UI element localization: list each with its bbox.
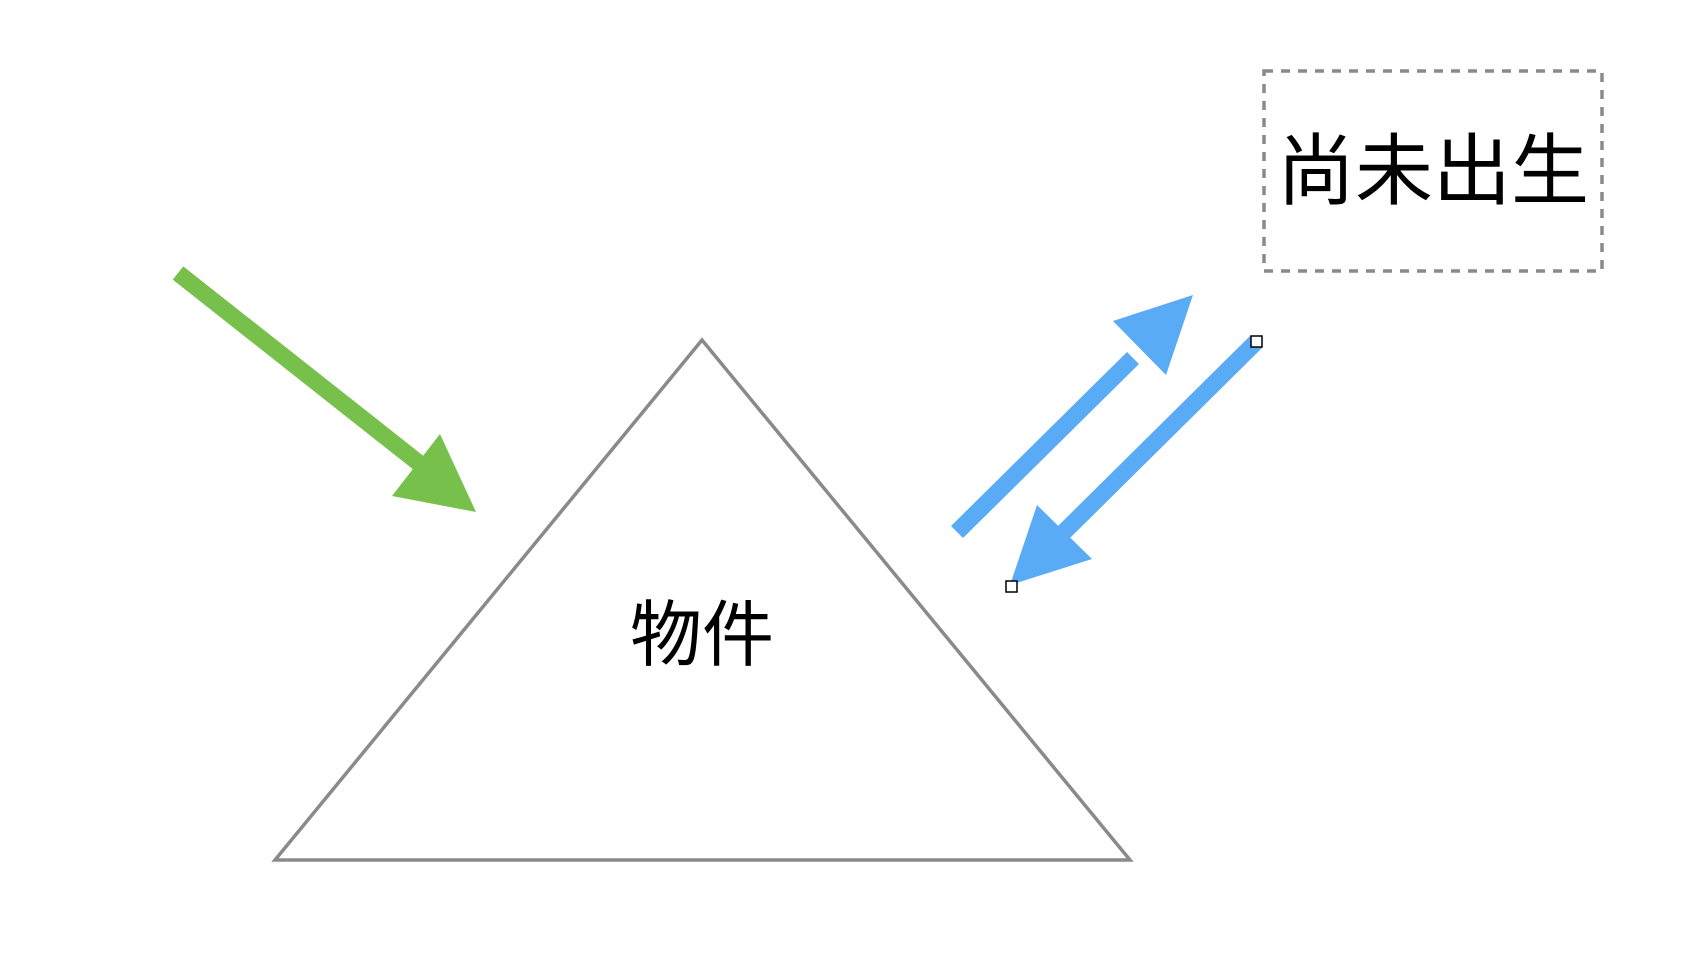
triangle-node[interactable]: 物件	[271, 337, 1134, 862]
green-arrowhead[interactable]	[392, 434, 476, 512]
box-label: 尚未出生	[1277, 127, 1589, 217]
blue-arrow-up[interactable]	[951, 295, 1193, 539]
dashed-box[interactable]	[1262, 69, 1604, 273]
triangle-label: 物件	[630, 593, 774, 677]
blue-arrowhead-up[interactable]	[1113, 295, 1193, 375]
selection-handle-start[interactable]	[1250, 335, 1263, 348]
blue-arrowhead-down[interactable]	[1010, 505, 1092, 585]
green-arrow[interactable]	[172, 266, 476, 512]
blue-arrow-down-shaft[interactable]	[1058, 335, 1262, 539]
green-arrow-shaft[interactable]	[172, 266, 426, 471]
blue-arrow-up-shaft[interactable]	[951, 351, 1139, 539]
blue-arrow-down[interactable]	[1005, 335, 1263, 593]
box-node[interactable]: 尚未出生	[1262, 69, 1604, 273]
selection-handle-end[interactable]	[1005, 580, 1018, 593]
triangle-shape[interactable]	[271, 337, 1134, 862]
